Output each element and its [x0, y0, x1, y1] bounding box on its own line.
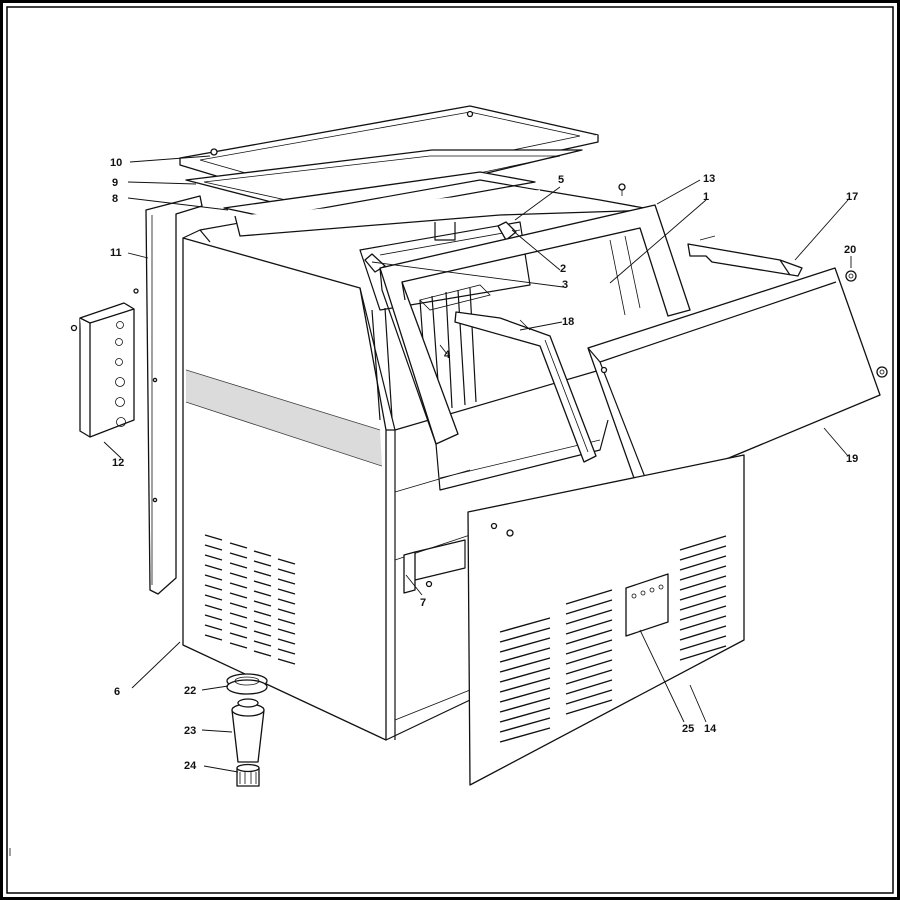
part-bracket-7: [403, 539, 466, 594]
vent-grid-front: [499, 535, 727, 743]
vent-grid-left: [204, 534, 296, 665]
part-foot-cone-23: [231, 698, 265, 763]
part-plate-25: [625, 573, 669, 637]
part-door-19: [587, 267, 881, 496]
callout-labels: 10 9 8 11 12 5 2 3 4 13 1 17 20 18 19 6 …: [110, 157, 858, 772]
part-front-panel-14: [467, 454, 745, 786]
part-bracket-18: [454, 311, 597, 463]
callout-22: 22: [184, 685, 196, 697]
callout-18: 18: [562, 316, 574, 328]
callout-12: 12: [112, 457, 124, 469]
leader-lines: [103, 155, 852, 773]
callout-11: 11: [110, 247, 122, 259]
part-left-panel: [133, 195, 203, 595]
part-control-plate: [70, 302, 135, 438]
part-screw-5: [618, 183, 626, 196]
part-front-frame: [379, 204, 691, 491]
callout-2: 2: [560, 263, 566, 275]
part-cabinet: [182, 179, 656, 741]
callout-10: 10: [110, 157, 122, 169]
callout-23: 23: [184, 725, 196, 737]
part-foot-base-24: [236, 763, 260, 787]
part-foot-ring-22: [226, 673, 268, 695]
callout-4: 4: [444, 349, 451, 361]
callout-17: 17: [846, 191, 858, 203]
callout-7: 7: [420, 597, 426, 609]
callout-6: 6: [114, 686, 120, 698]
callout-20: 20: [844, 244, 856, 256]
callout-1: 1: [703, 191, 709, 203]
callout-8: 8: [112, 193, 118, 205]
callout-3: 3: [562, 279, 568, 291]
callout-9: 9: [112, 177, 118, 189]
part-knob-20: [845, 270, 857, 282]
callout-19: 19: [846, 453, 858, 465]
callout-25: 25: [682, 723, 694, 735]
callout-5: 5: [558, 174, 564, 186]
callout-13: 13: [703, 173, 715, 185]
part-internal-bin: [234, 189, 656, 421]
part-clip-2: [497, 221, 517, 241]
part-knob-right: [876, 366, 888, 378]
callout-14: 14: [704, 723, 717, 735]
inner-frame: [6, 6, 894, 894]
part-frame-17: [687, 235, 803, 277]
callout-24: 24: [184, 760, 197, 772]
